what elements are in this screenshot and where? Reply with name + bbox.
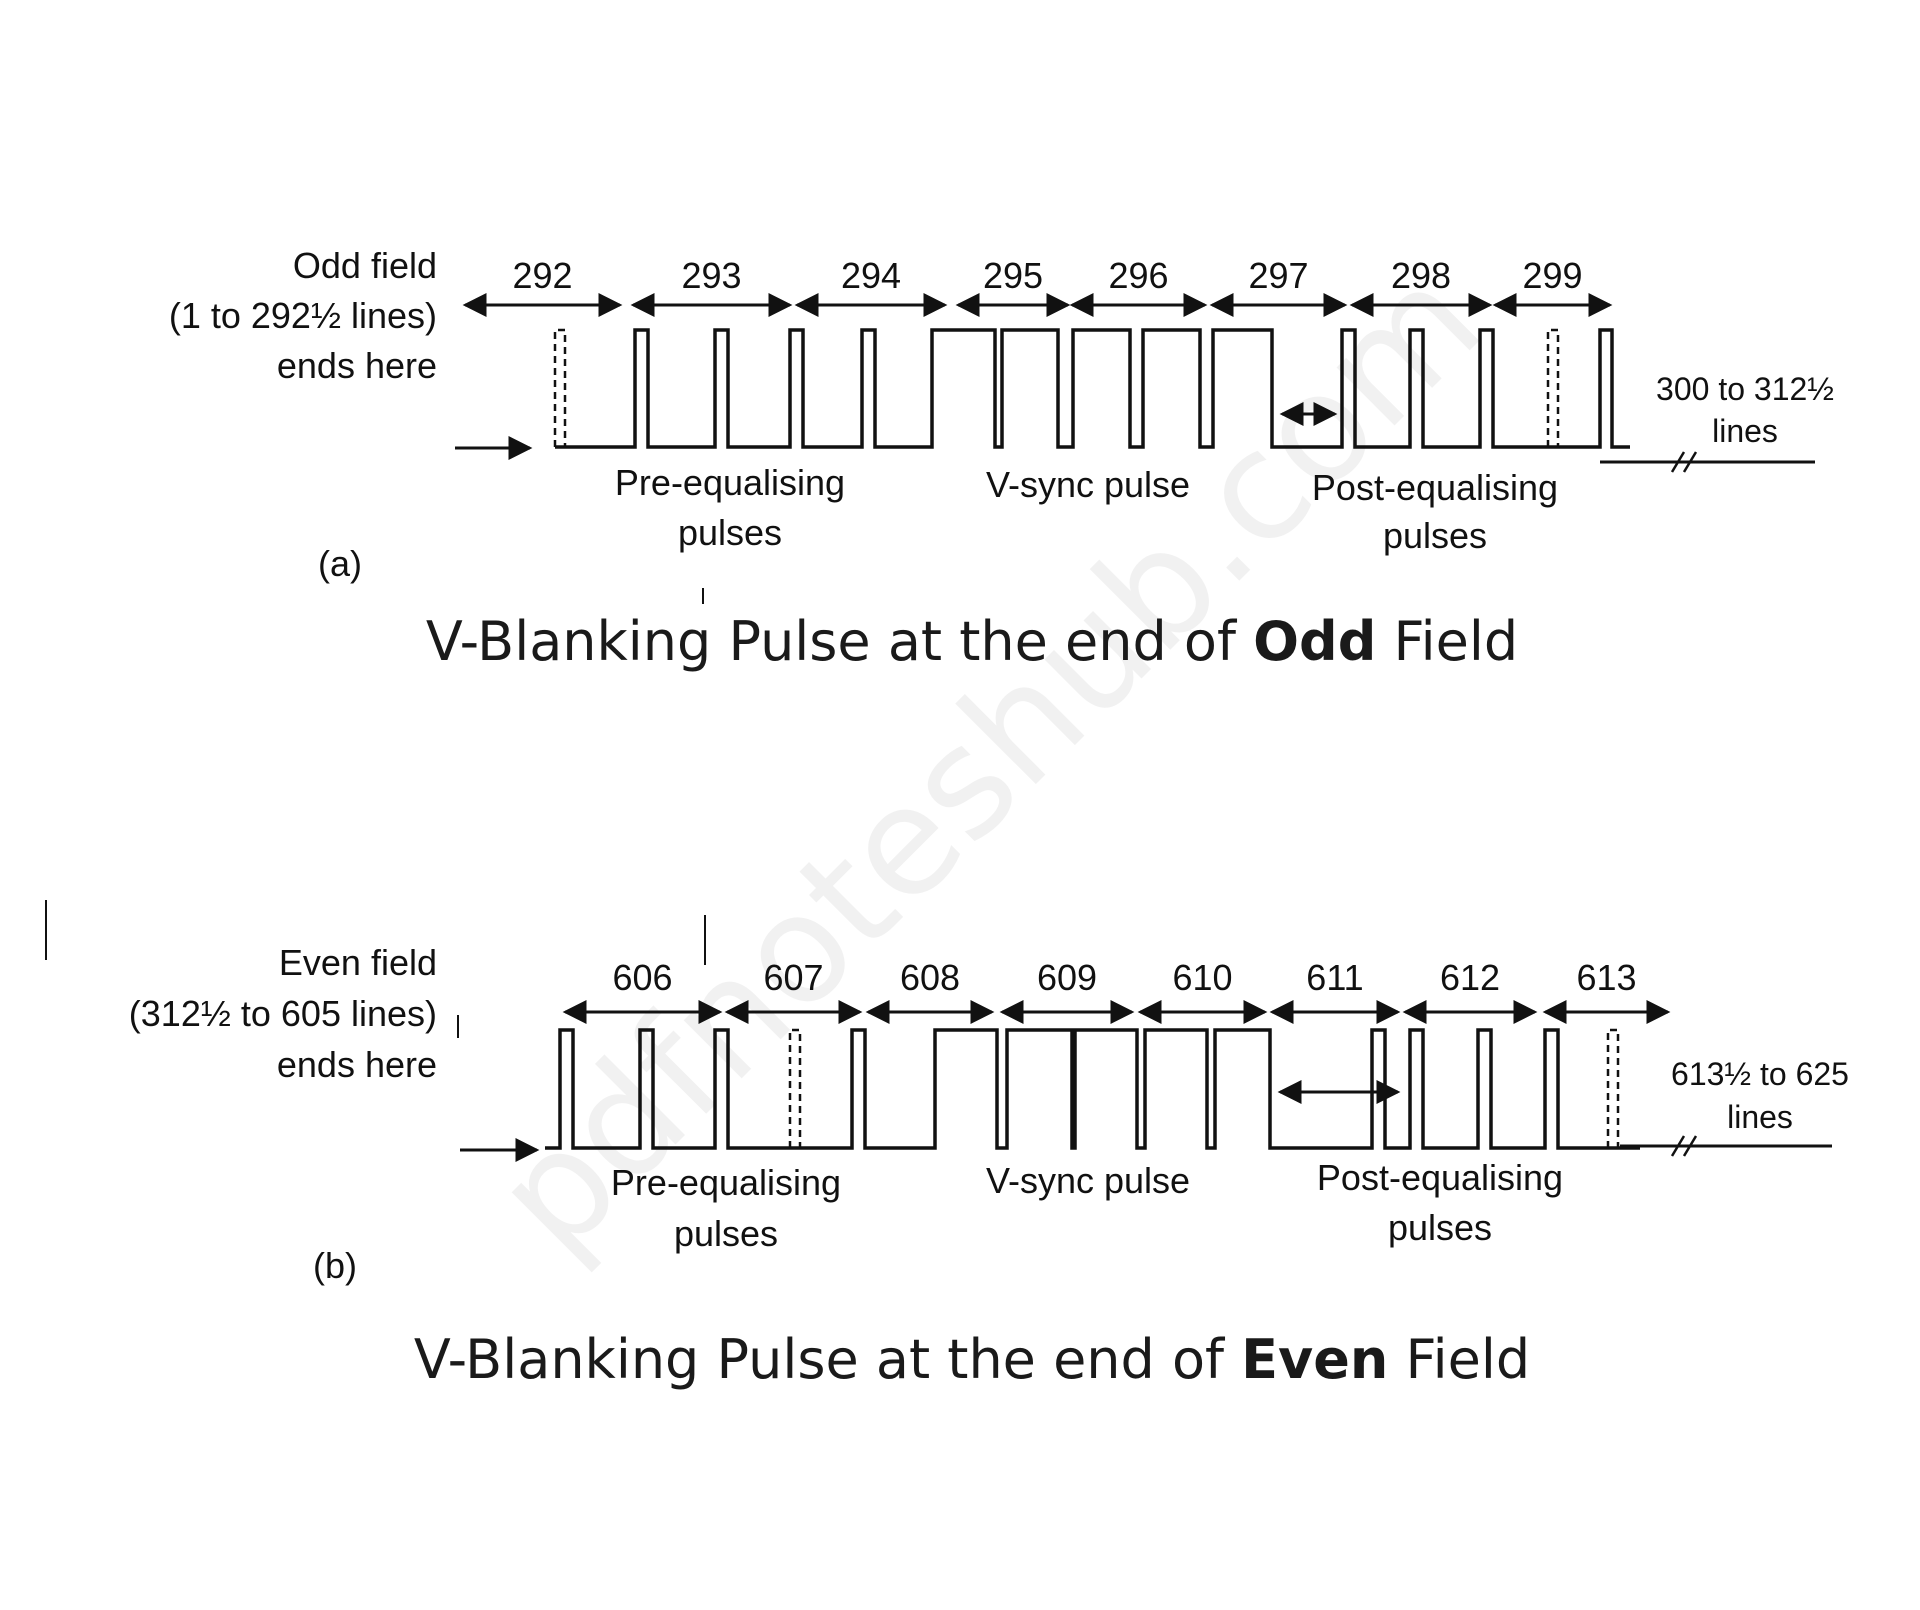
panel-b-post-label-2: pulses — [1388, 1207, 1492, 1248]
line-number-label: 292 — [512, 255, 572, 296]
line-number-label: 298 — [1391, 255, 1451, 296]
line-number-label: 608 — [900, 957, 960, 998]
panel-b-tag: (b) — [313, 1245, 357, 1286]
line-number-label: 296 — [1108, 255, 1168, 296]
panel-b-line-numbers: 606 607 608 609 610 611 612 613 — [612, 957, 1636, 998]
panel-b-sync-label: V-sync pulse — [986, 1160, 1190, 1201]
panel-b-waveform — [545, 1028, 1640, 1150]
panel-a-pre-label-1: Pre-equalising — [615, 462, 845, 503]
panel-a-post-label-2: pulses — [1383, 515, 1487, 556]
panel-b-tail-label-1: 613½ to 625 — [1671, 1056, 1849, 1092]
panel-a-dashed-pulses — [553, 328, 1560, 447]
line-number-label: 299 — [1522, 255, 1582, 296]
line-number-label: 610 — [1172, 957, 1232, 998]
line-number-label: 606 — [612, 957, 672, 998]
panel-a-post-label-1: Post-equalising — [1312, 467, 1558, 508]
panel-b-tail-label-2: lines — [1727, 1099, 1793, 1135]
panel-a-line-numbers: 292 293 294 295 296 297 298 299 — [512, 255, 1582, 296]
dashed-pulse — [788, 1028, 802, 1148]
panel-b-post-label-1: Post-equalising — [1317, 1157, 1563, 1198]
dashed-pulse — [1606, 1028, 1620, 1148]
panel-b-caption: V-Blanking Pulse at the end of Even Fiel… — [414, 1328, 1530, 1391]
panel-a-waveform — [555, 328, 1630, 449]
panel-a-break-mark — [1670, 451, 1686, 473]
panel-b-pre-label-2: pulses — [674, 1213, 778, 1254]
panel-a-field-label-2: (1 to 292½ lines) — [169, 295, 437, 336]
panel-b-break-mark — [1682, 1135, 1698, 1157]
panel-a-field-label-3: ends here — [277, 345, 437, 386]
dashed-pulse — [1546, 328, 1560, 447]
panel-b-break-mark — [1670, 1135, 1686, 1157]
panel-a-tail-label-2: lines — [1712, 413, 1778, 449]
line-number-label: 612 — [1440, 957, 1500, 998]
line-number-label: 611 — [1306, 957, 1363, 998]
panel-a-sync-label: V-sync pulse — [986, 464, 1190, 505]
panel-b-field-label-3: ends here — [277, 1044, 437, 1085]
line-number-label: 613 — [1576, 957, 1636, 998]
panel-b-pre-label-1: Pre-equalising — [611, 1162, 841, 1203]
panel-b: Even field (312½ to 605 lines) ends here… — [129, 942, 1849, 1391]
line-number-label: 607 — [763, 957, 823, 998]
panel-a-break-mark — [1682, 451, 1698, 473]
panel-b-field-label-1: Even field — [279, 942, 437, 983]
panel-a-field-label-1: Odd field — [293, 245, 437, 286]
line-number-label: 295 — [983, 255, 1043, 296]
line-number-label: 294 — [841, 255, 901, 296]
panel-b-field-label-2: (312½ to 605 lines) — [129, 993, 437, 1034]
panel-a-caption: V-Blanking Pulse at the end of Odd Field — [426, 610, 1518, 673]
dashed-pulse — [553, 328, 567, 447]
panel-a-pre-label-2: pulses — [678, 512, 782, 553]
line-number-label: 293 — [681, 255, 741, 296]
panel-a-tag: (a) — [318, 543, 362, 584]
panel-a: Odd field (1 to 292½ lines) ends here 29… — [169, 245, 1834, 673]
line-number-label: 609 — [1037, 957, 1097, 998]
line-number-label: 297 — [1248, 255, 1308, 296]
panel-a-tail-label-1: 300 to 312½ — [1656, 371, 1834, 407]
panel-b-dashed-pulses — [788, 1028, 1620, 1148]
